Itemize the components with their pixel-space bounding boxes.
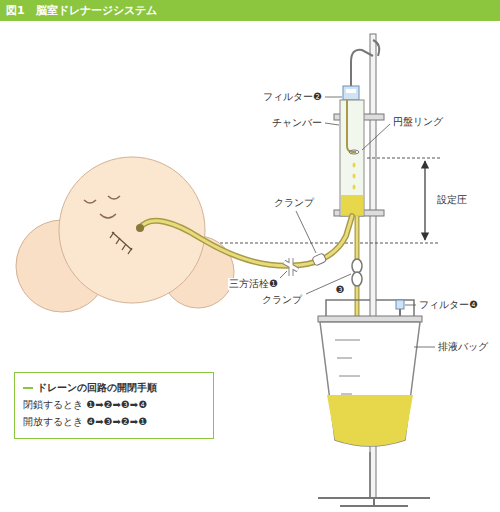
part-label: フィルター❷ <box>262 91 323 103</box>
part-label: チャンバー <box>271 117 323 129</box>
procedure-step: 閉鎖するとき ❶➡❷➡❸➡❹ <box>23 396 205 413</box>
part-label: 設定圧 <box>436 194 468 206</box>
part-label: 三方活栓❶ <box>228 278 279 290</box>
part-label: 円盤リング <box>392 116 444 128</box>
procedure-box: ドレーンの回路の開閉手順閉鎖するとき ❶➡❷➡❸➡❹開放するとき ❹➡❸➡❷➡❶ <box>14 372 214 439</box>
figure-title: 図1 脳室ドレナージシステム <box>6 3 157 18</box>
part-label: フィルター❹ <box>418 299 479 311</box>
part-label: ❸ <box>335 284 346 296</box>
part-label: クランプ <box>273 197 315 209</box>
procedure-step: 開放するとき ❹➡❸➡❷➡❶ <box>23 413 205 430</box>
part-label: クランプ <box>261 294 303 306</box>
part-label: 排液バッグ <box>437 341 489 353</box>
box-heading: ドレーンの回路の開閉手順 <box>23 379 205 396</box>
